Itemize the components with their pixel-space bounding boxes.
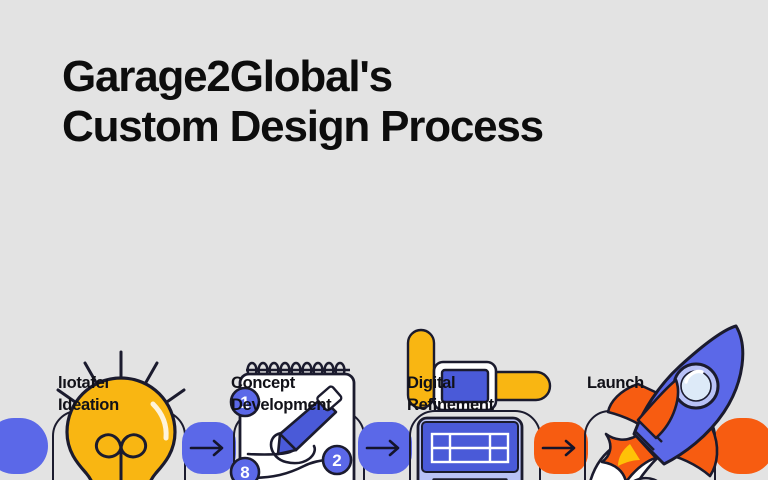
badge-2: 2 [321, 444, 353, 476]
step-label-digital-line1: Digital [407, 374, 456, 392]
title-line-1: Garage2Global's [62, 52, 393, 101]
arrow-right-icon [189, 439, 224, 457]
arrow-connector-3 [534, 422, 588, 474]
arrow-right-icon [365, 439, 400, 457]
lightbulb-icon [56, 350, 186, 480]
desktop-monitor-icon [406, 328, 552, 480]
right-pill-accent [712, 418, 768, 474]
step-label-concept-line2: Development [231, 396, 332, 414]
badge-1: 1 [229, 386, 261, 418]
arrow-right-icon [541, 439, 576, 457]
step-label-digital: Digital Refinement [407, 372, 494, 416]
step-label-digital-line2: Refinement [407, 396, 494, 414]
step-label-ideation-line2: Ideation [58, 396, 119, 414]
title-line-2: Custom Design Process [62, 102, 544, 151]
step-label-concept: Concept Development [231, 372, 332, 416]
arrow-connector-2 [358, 422, 412, 474]
sketchpad-pen-icon: 1 2 8 [229, 361, 356, 480]
process-flow: 1 2 8 [0, 160, 768, 480]
step-label-launch: Launch [587, 372, 644, 394]
svg-text:2: 2 [332, 451, 341, 470]
rocket-icon [589, 324, 745, 480]
arrow-connector-1 [182, 422, 236, 474]
left-pill-accent [0, 418, 48, 474]
svg-text:1: 1 [240, 393, 249, 412]
svg-text:8: 8 [240, 463, 249, 480]
page-title: Garage2Global's Custom Design Process [62, 52, 702, 152]
badge-8: 8 [229, 456, 261, 480]
step-label-concept-line1: Concept [231, 374, 295, 392]
step-label-ideation-line1: lıotafeı [58, 374, 109, 392]
step-label-ideation: lıotafeı Ideation [58, 372, 119, 416]
step-label-launch-line1: Launch [587, 374, 644, 392]
